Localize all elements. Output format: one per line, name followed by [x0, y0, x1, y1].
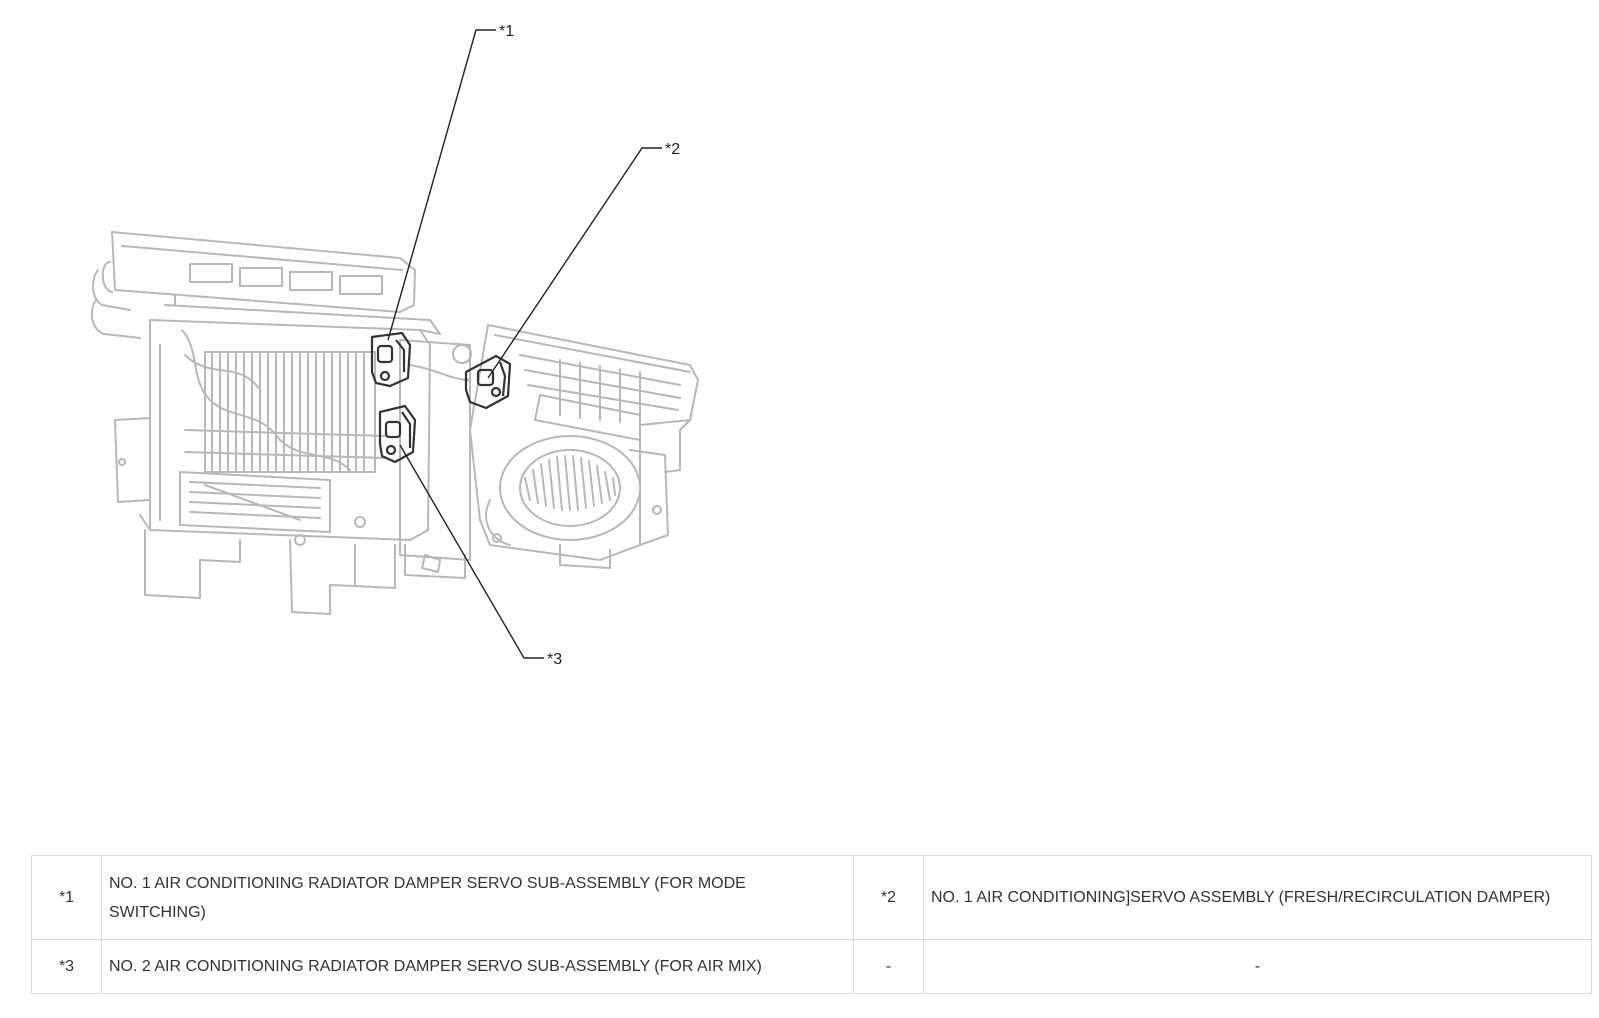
hvac-unit-illustration: *1 *2 *3 [90, 23, 699, 668]
legend-description: - [923, 939, 1592, 994]
legend-description: NO. 2 AIR CONDITIONING RADIATOR DAMPER S… [101, 939, 854, 994]
leader-line-1 [387, 29, 496, 341]
callout-label-2: *2 [665, 141, 680, 158]
blower-case-drawing [399, 324, 699, 579]
servo-1-drawing [370, 331, 412, 388]
servo-2-drawing [464, 354, 512, 410]
parts-legend-table: *1 NO. 1 AIR CONDITIONING RADIATOR DAMPE… [31, 855, 1592, 994]
servo-3-drawing [378, 404, 417, 464]
callout-label-3: *3 [547, 651, 562, 668]
heater-case-drawing [90, 231, 441, 615]
legend-mark: *3 [31, 939, 102, 994]
legend-row: *1 NO. 1 AIR CONDITIONING RADIATOR DAMPE… [31, 855, 1592, 940]
legend-mark: *2 [853, 855, 924, 940]
leader-line-3 [399, 444, 544, 659]
leader-lines [387, 29, 662, 659]
legend-description: NO. 1 AIR CONDITIONING]SERVO ASSEMBLY (F… [923, 855, 1592, 940]
legend-mark: *1 [31, 855, 102, 940]
legend-mark: - [853, 939, 924, 994]
legend-description: NO. 1 AIR CONDITIONING RADIATOR DAMPER S… [101, 855, 854, 940]
legend-row: *3 NO. 2 AIR CONDITIONING RADIATOR DAMPE… [31, 939, 1592, 994]
leader-line-2 [487, 147, 662, 379]
callout-label-1: *1 [499, 23, 514, 40]
